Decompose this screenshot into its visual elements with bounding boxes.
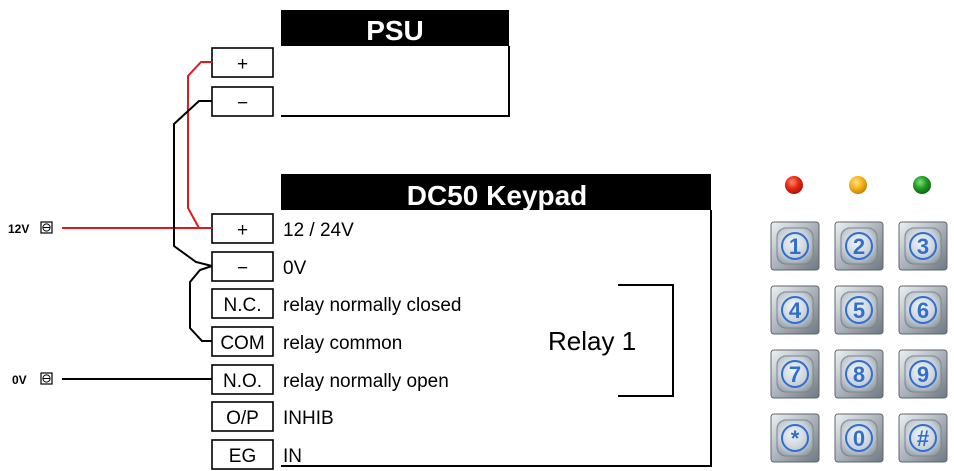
keypad-button-label: 4 bbox=[789, 298, 802, 323]
terminal-label: COM bbox=[220, 333, 264, 354]
terminal-no: N.O. relay normally open bbox=[211, 364, 449, 395]
keypad-button-label: 3 bbox=[917, 234, 929, 259]
terminal-label: O/P bbox=[226, 408, 259, 429]
terminal-description: INHIB bbox=[283, 408, 334, 429]
terminal-label: + bbox=[237, 220, 248, 241]
keypad-outline bbox=[281, 210, 712, 467]
terminal-label: N.O. bbox=[223, 371, 262, 392]
terminal-com: COM relay common bbox=[211, 326, 402, 357]
input-12v-label: 12V bbox=[8, 222, 29, 236]
psu-header-bar bbox=[281, 10, 509, 46]
keypad-button[interactable]: 3 bbox=[898, 221, 948, 271]
keypad-button-ring bbox=[845, 360, 873, 388]
relay-label: Relay 1 bbox=[548, 326, 636, 356]
terminal-box bbox=[211, 439, 274, 470]
led-yellow-indicator bbox=[849, 176, 867, 194]
keypad-button[interactable]: 2 bbox=[834, 221, 884, 271]
keypad-button-label: # bbox=[917, 426, 929, 451]
wires bbox=[62, 61, 213, 380]
terminal-eg: EG IN bbox=[211, 439, 302, 470]
psu-title: PSU bbox=[366, 15, 424, 46]
terminal-nc: N.C. relay normally closed bbox=[211, 288, 461, 319]
led-red-indicator bbox=[785, 176, 803, 194]
positive-wire-psu bbox=[187, 61, 212, 229]
keypad-button-ring bbox=[781, 424, 809, 452]
psu-box: PSU + − bbox=[211, 10, 510, 117]
keypad-button-label: 8 bbox=[853, 362, 865, 387]
keypad-button-ring bbox=[781, 360, 809, 388]
keypad-button-ring bbox=[845, 232, 873, 260]
psu-terminal-minus-label: − bbox=[237, 93, 248, 114]
keypad-button-label: 0 bbox=[853, 426, 865, 451]
terminal-box bbox=[211, 326, 274, 357]
input-0v-label: 0V bbox=[12, 373, 27, 387]
keypad-button-label: * bbox=[791, 426, 800, 451]
keypad-button[interactable]: 0 bbox=[834, 413, 884, 463]
keypad-picture: 1 2 3 4 5 6 7 8 9 * 0 # bbox=[770, 221, 948, 463]
keypad-unit-box: DC50 Keypad + 12 / 24V − 0V N.C. relay n… bbox=[211, 174, 712, 470]
psu-terminal-plus-label: + bbox=[237, 54, 248, 75]
keypad-button[interactable]: * bbox=[770, 413, 820, 463]
keypad-button[interactable]: 8 bbox=[834, 349, 884, 399]
indicator-leds bbox=[785, 176, 931, 194]
keypad-button[interactable]: 5 bbox=[834, 285, 884, 335]
keypad-button-ring bbox=[909, 296, 937, 324]
psu-terminal-plus: + bbox=[211, 47, 274, 78]
input-0v: 0V bbox=[12, 372, 53, 387]
negative-wire-psu bbox=[173, 100, 213, 267]
terminal-box bbox=[211, 213, 274, 244]
keypad-button-label: 9 bbox=[917, 362, 929, 387]
keypad-header-bar bbox=[281, 174, 711, 210]
keypad-button-ring bbox=[909, 360, 937, 388]
terminal-description: IN bbox=[283, 446, 302, 467]
keypad-button[interactable]: 9 bbox=[898, 349, 948, 399]
keypad-button[interactable]: 6 bbox=[898, 285, 948, 335]
keypad-button-label: 7 bbox=[789, 362, 801, 387]
psu-terminal-minus: − bbox=[211, 86, 274, 117]
keypad-button-ring bbox=[781, 296, 809, 324]
terminal-label: EG bbox=[229, 446, 256, 467]
psu-outline bbox=[281, 46, 510, 117]
screw-terminal-icon bbox=[42, 223, 51, 232]
relay-bracket bbox=[618, 284, 674, 397]
screw-terminal-icon bbox=[42, 374, 51, 383]
terminal-description: relay normally closed bbox=[283, 295, 461, 316]
terminal-op: O/P INHIB bbox=[211, 401, 334, 432]
keypad-button-label: 2 bbox=[853, 234, 865, 259]
terminal-box bbox=[211, 47, 274, 78]
terminal-box bbox=[211, 364, 274, 395]
keypad-button[interactable]: # bbox=[898, 413, 948, 463]
keypad-button-label: 6 bbox=[917, 298, 929, 323]
terminal-box bbox=[211, 86, 274, 117]
keypad-button-ring bbox=[909, 232, 937, 260]
keypad-button-label: 5 bbox=[853, 298, 865, 323]
keypad-button[interactable]: 7 bbox=[770, 349, 820, 399]
keypad-button-ring bbox=[909, 424, 937, 452]
keypad-button[interactable]: 1 bbox=[770, 221, 820, 271]
input-12v: 12V bbox=[8, 221, 53, 236]
terminal-description: 12 / 24V bbox=[283, 220, 354, 241]
terminal-description: 0V bbox=[283, 258, 307, 279]
keypad-button-ring bbox=[845, 296, 873, 324]
terminal-description: relay common bbox=[283, 333, 402, 354]
terminal-box bbox=[211, 288, 274, 319]
led-green-indicator bbox=[913, 176, 931, 194]
keypad-button-label: 1 bbox=[789, 234, 801, 259]
terminal-label: N.C. bbox=[224, 295, 262, 316]
com-link-wire bbox=[189, 265, 213, 342]
keypad-title: DC50 Keypad bbox=[407, 180, 588, 211]
terminal-label: − bbox=[237, 258, 248, 279]
terminal-minus: − 0V bbox=[211, 251, 307, 282]
terminal-plus: + 12 / 24V bbox=[211, 213, 354, 244]
terminal-box bbox=[211, 401, 274, 432]
keypad-button[interactable]: 4 bbox=[770, 285, 820, 335]
terminal-description: relay normally open bbox=[283, 371, 449, 392]
keypad-button-ring bbox=[781, 232, 809, 260]
keypad-button-ring bbox=[845, 424, 873, 452]
